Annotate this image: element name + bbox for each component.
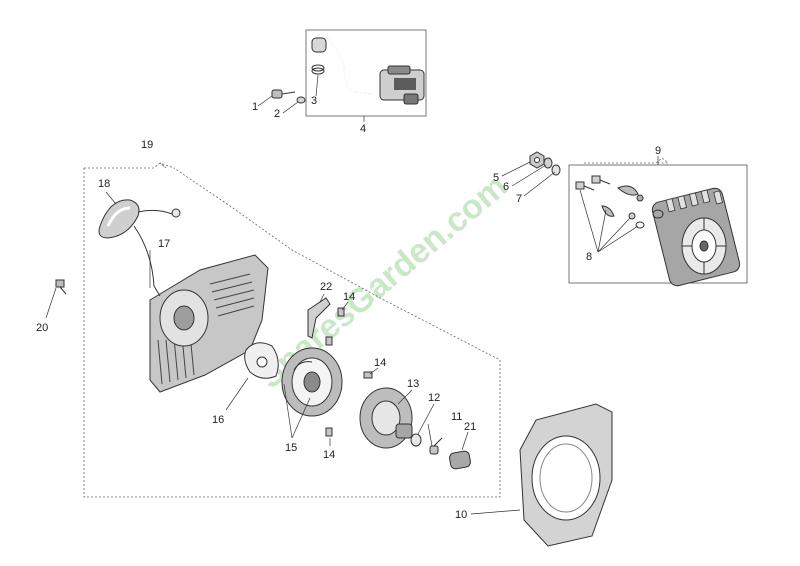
pawl-bolts — [575, 175, 611, 191]
starter-rope — [133, 208, 181, 297]
starter-box-outline — [83, 167, 501, 498]
leader-lines — [45, 74, 659, 515]
starter-housing — [149, 254, 269, 393]
callout-13: 13 — [407, 378, 419, 390]
callout-labels: 1 2 3 4 5 6 7 8 9 10 11 12 13 14 14 14 1… — [36, 95, 661, 521]
callout-21: 21 — [464, 421, 476, 433]
callout-7: 7 — [516, 193, 522, 205]
starter-box-top — [84, 162, 175, 169]
callout-8: 8 — [586, 251, 592, 263]
callout-14-bottom: 14 — [323, 449, 335, 461]
callout-20: 20 — [36, 322, 48, 334]
callout-12: 12 — [428, 392, 440, 404]
ignition-coil-box — [305, 29, 427, 117]
clip-22 — [307, 297, 331, 339]
callout-14-mid: 14 — [374, 357, 386, 369]
flywheel — [651, 187, 741, 287]
callout-1: 1 — [252, 101, 258, 113]
callout-17: 17 — [158, 238, 170, 250]
flywheel-small-parts — [628, 194, 664, 229]
screws-14 — [325, 307, 373, 437]
flywheel-washers — [543, 157, 561, 176]
pulley-13 — [359, 387, 413, 449]
callout-4: 4 — [360, 123, 366, 135]
guide-plate-16 — [244, 342, 279, 379]
callout-2: 2 — [274, 108, 280, 120]
callout-14-top: 14 — [343, 291, 355, 303]
flywheel-nut — [529, 151, 545, 169]
pawl — [601, 185, 639, 217]
spring-clip — [311, 64, 325, 75]
callout-19: 19 — [141, 139, 153, 151]
callout-22: 22 — [320, 281, 332, 293]
callout-11: 11 — [451, 411, 462, 423]
callout-10: 10 — [455, 509, 467, 521]
flywheel-box-tab — [584, 157, 670, 164]
callout-18: 18 — [98, 178, 110, 190]
callout-6: 6 — [503, 181, 509, 193]
callout-9: 9 — [655, 145, 661, 157]
fan-housing-10 — [519, 403, 613, 547]
washer-2 — [296, 96, 306, 104]
cap-21 — [449, 450, 471, 470]
starter-grip — [98, 199, 140, 239]
callout-3: 3 — [311, 95, 317, 107]
washer-12 — [410, 433, 422, 447]
callout-16: 16 — [212, 414, 224, 426]
screw-1 — [271, 89, 296, 99]
callout-15: 15 — [285, 442, 297, 454]
ignition-coil — [311, 36, 425, 105]
bolt-20 — [55, 279, 67, 295]
rewind-spring-15 — [281, 347, 343, 417]
screw-11 — [429, 437, 443, 455]
callout-5: 5 — [493, 172, 499, 184]
